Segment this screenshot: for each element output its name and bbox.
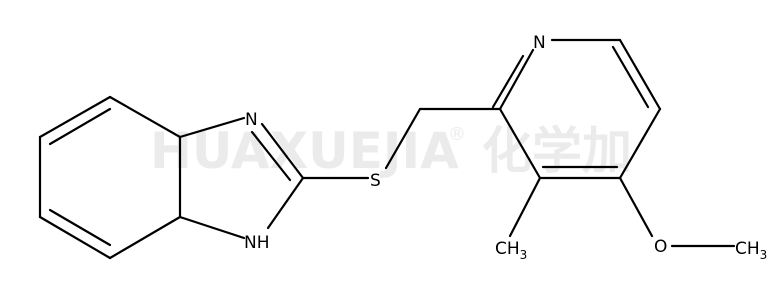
bond <box>38 95 112 139</box>
watermark: HUAXUEJIA ® 化学加 <box>150 122 632 180</box>
pyridine-ring <box>491 38 662 180</box>
watermark-text: HUAXUEJIA <box>150 122 459 180</box>
double-bond-inner <box>250 130 292 182</box>
atom-label-n-imine: N <box>245 110 258 130</box>
double-bond-inner <box>611 45 650 109</box>
bond <box>178 215 246 240</box>
bond <box>498 107 542 180</box>
bond <box>260 122 305 180</box>
watermark-registered-mark: ® <box>448 124 466 145</box>
bond <box>178 116 246 139</box>
thioether-linker <box>301 107 502 180</box>
methyl-bond <box>508 176 542 238</box>
bond <box>618 107 662 180</box>
double-bond-inner <box>48 107 112 146</box>
bond <box>618 38 662 111</box>
bond <box>498 48 535 111</box>
imidazole-ring <box>178 116 305 240</box>
double-bond-inner <box>491 54 525 109</box>
watermark-chinese: 化学加 <box>482 122 632 180</box>
atom-label-nh: NH <box>244 233 270 253</box>
methoxy-bond <box>618 176 654 238</box>
atom-label-n-pyridine: N <box>533 33 546 53</box>
bond <box>266 176 305 230</box>
atom-label-oxygen: O <box>654 237 667 257</box>
benzene-ring <box>38 95 182 260</box>
atom-label-methyl-methoxy: CH3 <box>735 239 767 262</box>
atom-label-sulfur: S <box>370 171 381 191</box>
double-bond-inner <box>48 208 112 247</box>
substituent-bonds <box>508 176 736 248</box>
bond <box>38 215 112 260</box>
bond <box>108 215 182 260</box>
bond <box>108 95 182 139</box>
atom-label-methyl-ring: CH3 <box>495 239 527 262</box>
bond <box>384 107 422 170</box>
